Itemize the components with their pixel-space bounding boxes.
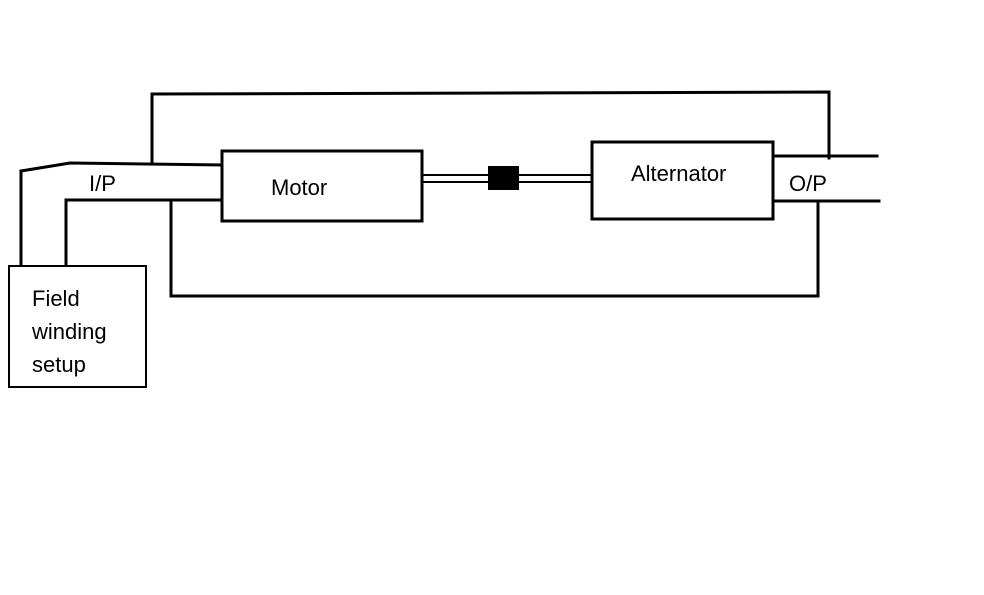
input-label: I/P — [89, 171, 116, 196]
field-winding-box — [8, 265, 147, 388]
output-label: O/P — [789, 171, 827, 196]
top-feedback-wire — [150, 90, 831, 165]
field-winding-line-3: setup — [32, 352, 86, 377]
alternator-label: Alternator — [631, 161, 726, 186]
input-upper-wire — [19, 161, 224, 173]
field-winding-line-2: winding — [31, 319, 107, 344]
field-winding-line-1: Field — [32, 286, 80, 311]
motor-box — [220, 149, 424, 223]
alternator-box — [590, 140, 775, 221]
coupling-block — [488, 166, 519, 190]
bottom-feedback-wire — [169, 199, 820, 298]
motor-label: Motor — [271, 175, 327, 200]
